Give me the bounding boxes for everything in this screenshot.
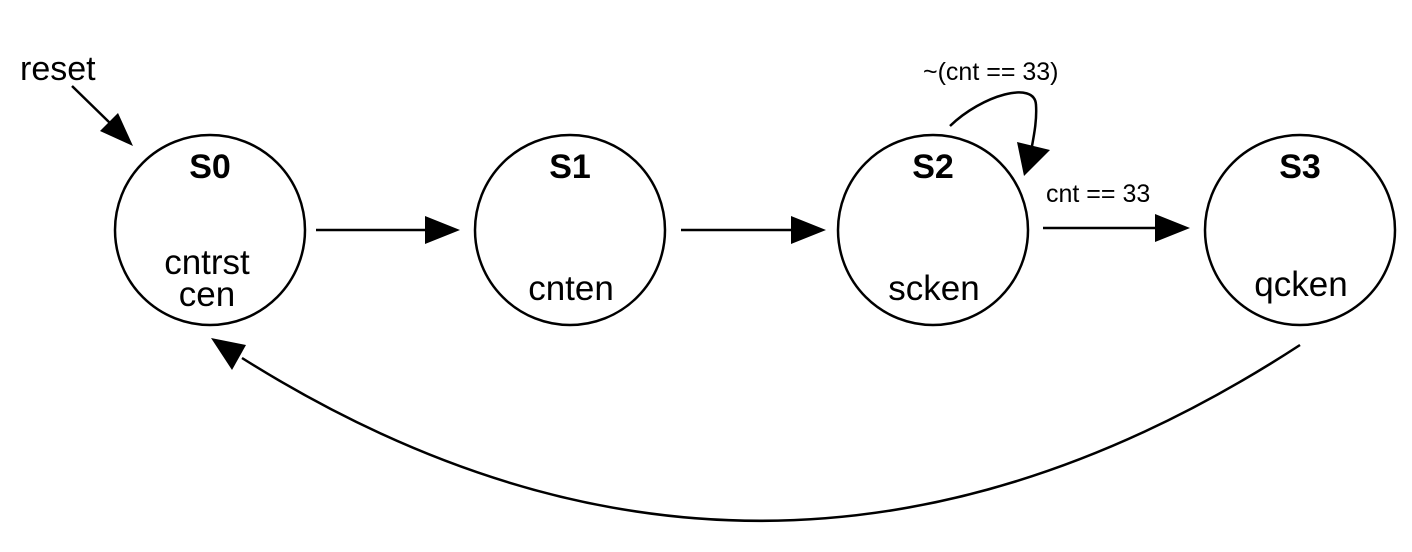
state-s1-name: S1	[549, 148, 591, 186]
transition-s2-s3[interactable]: cnt == 33	[1043, 180, 1190, 242]
transition-s2-self[interactable]: ~(cnt == 33)	[923, 58, 1059, 176]
transition-s2-s3-label: cnt == 33	[1046, 180, 1150, 208]
transition-s1-s2[interactable]	[681, 216, 826, 244]
state-s1[interactable]: S1 cnten	[473, 133, 667, 327]
state-s2-output-1: scken	[888, 269, 979, 308]
transition-s3-s0[interactable]	[211, 338, 1301, 523]
state-s0[interactable]: S0 cntrst cen	[113, 133, 307, 327]
state-s2-circle	[836, 133, 1030, 327]
state-s0-output-1: cntrst	[164, 243, 250, 282]
state-s2-name: S2	[912, 148, 954, 186]
state-s0-circle	[113, 133, 307, 327]
state-s1-output-1: cnten	[528, 269, 614, 308]
state-s3-output-1: qcken	[1254, 265, 1347, 304]
transition-s2-self-label: ~(cnt == 33)	[923, 58, 1059, 86]
state-s0-name: S0	[189, 148, 231, 186]
state-s3-name: S3	[1279, 148, 1321, 186]
state-s0-output-2: cen	[179, 275, 235, 314]
state-s3[interactable]: S3 qcken	[1203, 133, 1397, 327]
state-s2[interactable]: S2 scken	[836, 133, 1030, 327]
state-s3-circle	[1203, 133, 1397, 327]
transition-s0-s1[interactable]	[316, 216, 460, 244]
reset-label: reset	[20, 50, 96, 88]
state-s1-circle	[473, 133, 667, 327]
reset-arrow	[71, 85, 133, 146]
